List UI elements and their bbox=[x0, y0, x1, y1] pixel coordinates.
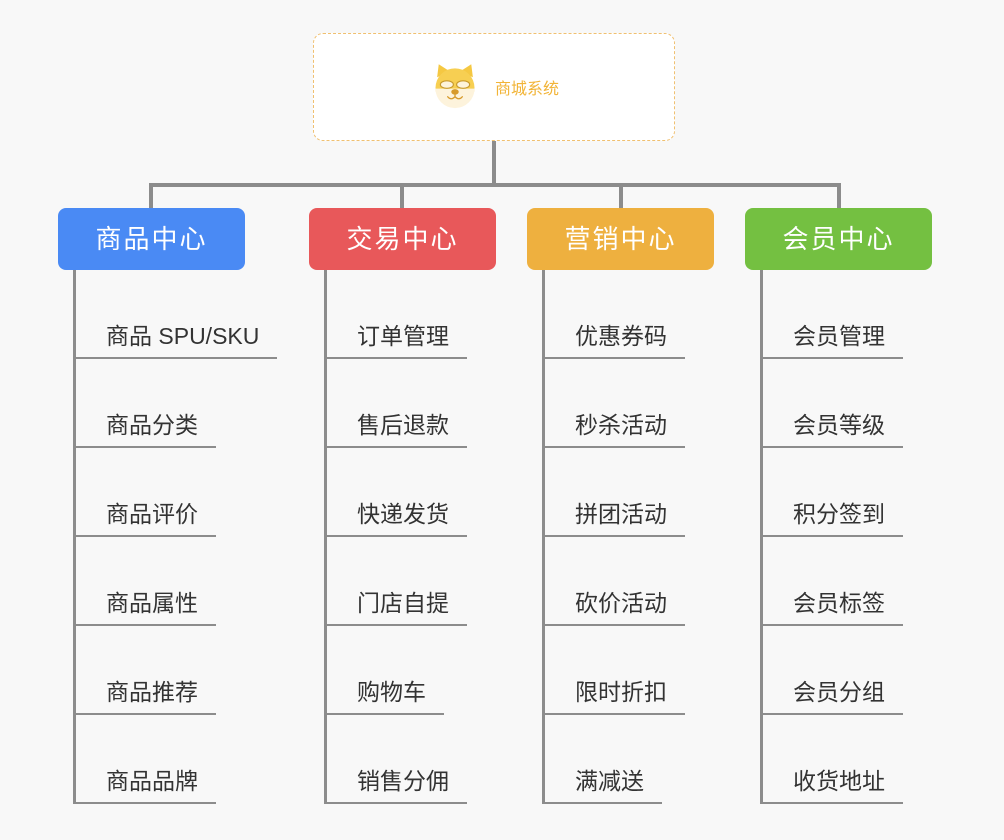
leaf-label: 商品 SPU/SKU bbox=[76, 322, 278, 359]
list-item[interactable]: 商品推荐 bbox=[76, 626, 245, 715]
root-node[interactable]: 商城系统 bbox=[313, 33, 675, 141]
list-item[interactable]: 销售分佣 bbox=[327, 715, 496, 804]
drop-connector-3 bbox=[619, 183, 623, 210]
leaf-label: 商品品牌 bbox=[76, 767, 216, 804]
category-column-marketing: 营销中心 优惠券码 秒杀活动 拼团活动 砍价活动 限时折扣 满减送 bbox=[527, 208, 714, 804]
list-item[interactable]: 售后退款 bbox=[327, 359, 496, 448]
category-column-members: 会员中心 会员管理 会员等级 积分签到 会员标签 会员分组 收货地址 bbox=[745, 208, 932, 804]
category-label: 会员中心 bbox=[782, 224, 895, 254]
leaf-label: 门店自提 bbox=[327, 589, 467, 626]
category-box-marketing[interactable]: 营销中心 bbox=[527, 208, 714, 270]
list-item[interactable]: 积分签到 bbox=[763, 448, 932, 537]
list-item[interactable]: 快递发货 bbox=[327, 448, 496, 537]
drop-connector-4 bbox=[837, 183, 841, 210]
list-item[interactable]: 商品分类 bbox=[76, 359, 245, 448]
list-item[interactable]: 拼团活动 bbox=[545, 448, 714, 537]
category-label: 营销中心 bbox=[564, 224, 677, 254]
leaf-label: 购物车 bbox=[327, 678, 444, 715]
list-item[interactable]: 购物车 bbox=[327, 626, 496, 715]
leaf-label: 售后退款 bbox=[327, 411, 467, 448]
category-box-products[interactable]: 商品中心 bbox=[58, 208, 245, 270]
leaf-label: 限时折扣 bbox=[545, 678, 685, 715]
list-item[interactable]: 会员标签 bbox=[763, 537, 932, 626]
list-item[interactable]: 优惠券码 bbox=[545, 270, 714, 359]
horizontal-bus-connector bbox=[149, 183, 840, 187]
category-label: 交易中心 bbox=[346, 224, 459, 254]
root-title: 商城系统 bbox=[494, 81, 559, 98]
list-item[interactable]: 限时折扣 bbox=[545, 626, 714, 715]
list-item[interactable]: 商品品牌 bbox=[76, 715, 245, 804]
leaf-label: 秒杀活动 bbox=[545, 411, 685, 448]
leaf-label: 订单管理 bbox=[327, 322, 467, 359]
list-item[interactable]: 商品 SPU/SKU bbox=[76, 270, 278, 359]
leaf-label: 积分签到 bbox=[763, 500, 903, 537]
leaf-label: 会员标签 bbox=[763, 589, 903, 626]
list-item[interactable]: 会员分组 bbox=[763, 626, 932, 715]
list-item[interactable]: 秒杀活动 bbox=[545, 359, 714, 448]
leaf-label: 会员管理 bbox=[763, 322, 903, 359]
leaf-list-transactions: 订单管理 售后退款 快递发货 门店自提 购物车 销售分佣 bbox=[324, 270, 496, 804]
leaf-label: 商品分类 bbox=[76, 411, 216, 448]
leaf-list-products: 商品 SPU/SKU 商品分类 商品评价 商品属性 商品推荐 商品品牌 bbox=[73, 270, 278, 804]
leaf-label: 砍价活动 bbox=[545, 589, 685, 626]
category-box-transactions[interactable]: 交易中心 bbox=[309, 208, 496, 270]
leaf-label: 会员分组 bbox=[763, 678, 903, 715]
leaf-label: 商品推荐 bbox=[76, 678, 216, 715]
category-label: 商品中心 bbox=[95, 224, 208, 254]
shiba-dog-icon bbox=[435, 64, 475, 109]
list-item[interactable]: 满减送 bbox=[545, 715, 714, 804]
leaf-label: 收货地址 bbox=[763, 767, 903, 804]
leaf-label: 优惠券码 bbox=[545, 322, 685, 359]
drop-connector-1 bbox=[149, 183, 153, 210]
list-item[interactable]: 砍价活动 bbox=[545, 537, 714, 626]
root-stem-connector bbox=[492, 141, 496, 185]
list-item[interactable]: 订单管理 bbox=[327, 270, 496, 359]
list-item[interactable]: 商品属性 bbox=[76, 537, 245, 626]
leaf-label: 满减送 bbox=[545, 767, 662, 804]
leaf-list-marketing: 优惠券码 秒杀活动 拼团活动 砍价活动 限时折扣 满减送 bbox=[542, 270, 714, 804]
leaf-label: 商品评价 bbox=[76, 500, 216, 537]
leaf-label: 商品属性 bbox=[76, 589, 216, 626]
list-item[interactable]: 商品评价 bbox=[76, 448, 245, 537]
leaf-list-members: 会员管理 会员等级 积分签到 会员标签 会员分组 收货地址 bbox=[760, 270, 932, 804]
category-column-products: 商品中心 商品 SPU/SKU 商品分类 商品评价 商品属性 商品推荐 商品品牌 bbox=[58, 208, 278, 804]
leaf-label: 快递发货 bbox=[327, 500, 467, 537]
leaf-label: 拼团活动 bbox=[545, 500, 685, 537]
list-item[interactable]: 会员管理 bbox=[763, 270, 932, 359]
drop-connector-2 bbox=[400, 183, 404, 210]
leaf-label: 会员等级 bbox=[763, 411, 903, 448]
leaf-label: 销售分佣 bbox=[327, 767, 467, 804]
category-box-members[interactable]: 会员中心 bbox=[745, 208, 932, 270]
list-item[interactable]: 门店自提 bbox=[327, 537, 496, 626]
category-column-transactions: 交易中心 订单管理 售后退款 快递发货 门店自提 购物车 销售分佣 bbox=[309, 208, 496, 804]
list-item[interactable]: 收货地址 bbox=[763, 715, 932, 804]
list-item[interactable]: 会员等级 bbox=[763, 359, 932, 448]
